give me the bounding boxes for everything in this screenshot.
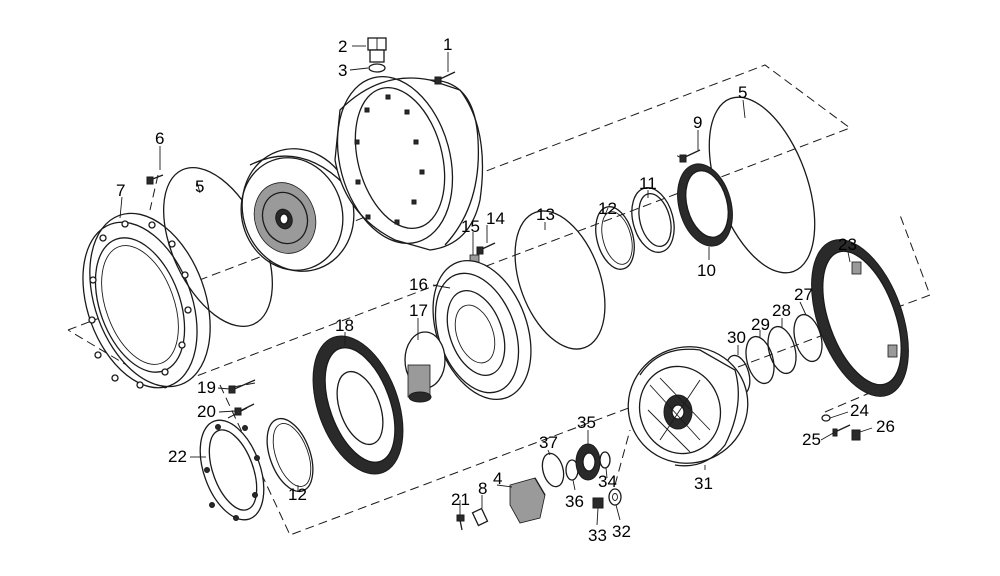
bolt-25 (832, 424, 851, 437)
label-part-4: 4 (493, 469, 502, 488)
label-part-12-upper: 12 (598, 199, 617, 218)
label-part-28: 28 (772, 301, 791, 320)
label-part-21: 21 (451, 490, 470, 509)
torque-converter (240, 148, 355, 272)
label-part-35: 35 (577, 413, 596, 432)
label-part-6: 6 (155, 129, 164, 148)
ring-28 (767, 325, 797, 375)
label-part-10: 10 (697, 261, 716, 280)
label-part-32: 32 (612, 522, 631, 541)
washer-32 (608, 488, 622, 506)
bolt-6-leader (149, 174, 159, 211)
label-part-5-right: 5 (738, 83, 747, 102)
lower-group-boundary (219, 214, 931, 536)
label-part-8: 8 (478, 479, 487, 498)
label-part-14: 14 (486, 209, 505, 228)
label-part-15: 15 (461, 217, 480, 236)
bolt-6 (146, 174, 164, 185)
snap-ring-12-upper (595, 206, 635, 270)
ring-11 (631, 187, 675, 253)
label-part-36: 36 (565, 492, 584, 511)
shaft-hub-17 (404, 331, 446, 403)
pin-24 (821, 414, 831, 422)
label-part-12-lower: 12 (288, 485, 307, 504)
label-part-22: 22 (168, 447, 187, 466)
leader-lines (119, 45, 873, 526)
label-part-7: 7 (116, 181, 125, 200)
ring-27 (793, 313, 823, 363)
label-part-25: 25 (802, 430, 821, 449)
bolt-14 (476, 242, 496, 255)
nut-26 (851, 429, 861, 441)
label-part-23: 23 (838, 235, 857, 254)
nut-33 (592, 497, 604, 509)
label-part-19: 19 (197, 378, 216, 397)
key-8 (471, 507, 489, 527)
center-axis-leader (614, 429, 631, 486)
label-part-16: 16 (409, 275, 428, 294)
ring-29 (745, 335, 775, 385)
part-labels: 1 2 3 5 6 5 7 9 11 12 13 14 15 10 16 17 … (116, 35, 895, 545)
clutch-drum-23 (811, 239, 909, 397)
label-part-30: 30 (727, 328, 746, 347)
cover-plate-22 (199, 419, 265, 521)
label-part-13: 13 (536, 205, 555, 224)
label-part-29: 29 (751, 315, 770, 334)
bolt-1 (434, 71, 456, 85)
label-part-31: 31 (694, 474, 713, 493)
bolt-21 (456, 514, 465, 531)
ring-34 (599, 451, 611, 469)
cover-plate-7 (82, 212, 211, 389)
label-part-9: 9 (693, 113, 702, 132)
plug-2 (367, 37, 387, 63)
pump-housing-16 (432, 259, 532, 401)
pump-body-31 (627, 346, 749, 467)
snap-ring-12-lower (266, 417, 314, 493)
label-part-5-left: 5 (195, 177, 204, 196)
bolt-19 (228, 379, 256, 394)
bearing-10 (677, 163, 733, 247)
label-part-26: 26 (876, 417, 895, 436)
label-part-11: 11 (639, 174, 657, 193)
label-part-27: 27 (794, 285, 813, 304)
label-part-18: 18 (335, 316, 354, 335)
ring-13 (514, 210, 606, 350)
label-part-17: 17 (409, 301, 428, 320)
label-part-20: 20 (197, 402, 216, 421)
bolt-9 (679, 149, 701, 163)
label-part-33: 33 (588, 526, 607, 545)
converter-housing (334, 76, 484, 251)
gear-plate-18 (312, 335, 404, 475)
label-part-34: 34 (598, 472, 617, 491)
label-part-3: 3 (338, 61, 347, 80)
label-part-2: 2 (338, 37, 347, 56)
label-part-24: 24 (850, 401, 869, 420)
coupling-4 (509, 477, 546, 524)
label-part-37: 37 (539, 433, 558, 452)
washer-3 (368, 63, 386, 73)
ring-37 (541, 452, 565, 488)
bearing-35 (575, 443, 601, 481)
label-part-1: 1 (443, 35, 452, 54)
upper-group-boundary (67, 64, 852, 389)
